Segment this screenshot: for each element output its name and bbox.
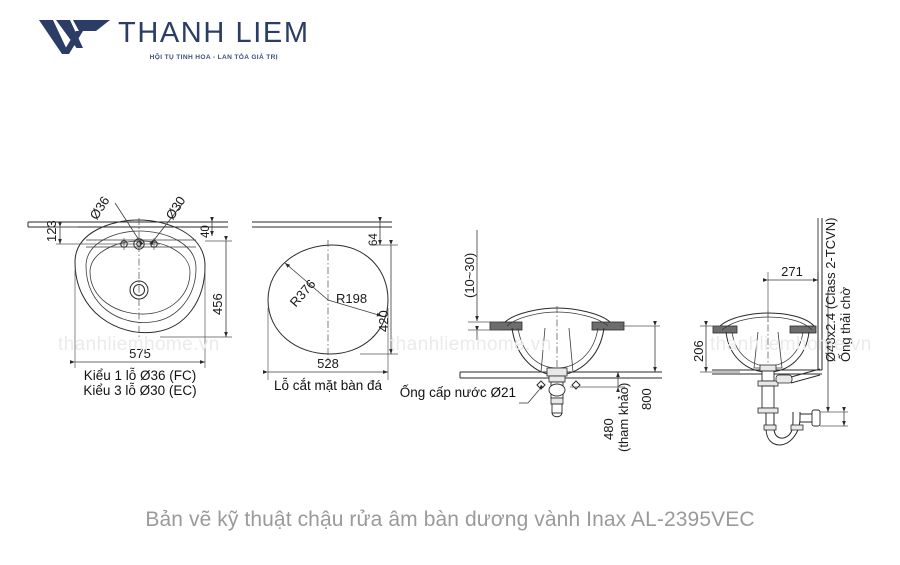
brand-name: THANH LIEM bbox=[118, 17, 310, 49]
note-waste-pipe-spec: Ø48x2.4 (Class 2-TCVN) bbox=[823, 218, 838, 362]
top-view-caption-line-1: Kiểu 1 lỗ Ø36 (FC) bbox=[84, 368, 197, 383]
dim-40: 40 bbox=[200, 225, 212, 238]
top-view-caption-line-2: Kiểu 3 lỗ Ø30 (EC) bbox=[83, 383, 196, 398]
drawing-canvas: Ø36 Ø30 123 40 456 575 Kiểu 1 lỗ Ø36 (FC… bbox=[27, 193, 853, 452]
dim-hole-30: Ø30 bbox=[163, 193, 189, 222]
cutout-view-caption: Lỗ cắt mặt bàn đá bbox=[274, 378, 383, 393]
dim-10-30: (10~30) bbox=[462, 253, 477, 298]
dim-420: 420 bbox=[376, 310, 391, 332]
dim-480: 480 bbox=[601, 418, 616, 440]
dim-123: 123 bbox=[44, 220, 59, 242]
watermark-left: thanhliemhome.vn bbox=[58, 334, 220, 355]
technical-drawing: Ø36 Ø30 123 40 456 575 Kiểu 1 lỗ Ø36 (FC… bbox=[0, 100, 900, 490]
dim-206: 206 bbox=[691, 340, 706, 362]
dim-r198: R198 bbox=[336, 291, 367, 306]
double-chevron-logo-icon bbox=[39, 20, 110, 54]
view-front-section-view: Ống cấp nước Ø21 (10~30) 480 (tham khảo)… bbox=[400, 230, 662, 452]
view-side-section-view: 271 206 Ø48x2.4 (Class 2-TCVN) Ống thải … bbox=[691, 218, 853, 446]
dim-456: 456 bbox=[210, 293, 225, 315]
page-caption: Bản vẽ kỹ thuật chậu rửa âm bàn dương và… bbox=[145, 508, 755, 531]
dim-800: 800 bbox=[639, 388, 654, 410]
dim-hole-36: Ø36 bbox=[87, 193, 113, 222]
note-water-supply: Ống cấp nước Ø21 bbox=[400, 385, 516, 400]
dim-528: 528 bbox=[317, 356, 339, 371]
view-countertop-cutout-view: R376 R198 64 420 528 Lỗ cắt mặt bàn đá bbox=[252, 216, 398, 393]
brand-logo[interactable]: THANH LIEM HỘI TỤ TINH HOA - LAN TỎA GIÁ… bbox=[36, 14, 310, 64]
brand-tagline: HỘI TỤ TINH HOA - LAN TỎA GIÁ TRỊ bbox=[149, 54, 278, 61]
page-header: THANH LIEM HỘI TỤ TINH HOA - LAN TỎA GIÁ… bbox=[0, 0, 900, 86]
view-top-view: Ø36 Ø30 123 40 456 575 Kiểu 1 lỗ Ø36 (FC… bbox=[27, 193, 232, 398]
watermark-center: thanhliemhome.vn bbox=[390, 334, 552, 355]
watermark-right: thanhliemhome.vn bbox=[710, 334, 872, 355]
note-waste-outlet: Ống thải chờ bbox=[838, 287, 853, 362]
dim-64: 64 bbox=[368, 233, 380, 246]
dim-271: 271 bbox=[781, 264, 803, 279]
dim-r376: R376 bbox=[287, 276, 319, 309]
dim-575: 575 bbox=[129, 346, 151, 361]
dim-480-note: (tham khảo) bbox=[616, 383, 631, 452]
